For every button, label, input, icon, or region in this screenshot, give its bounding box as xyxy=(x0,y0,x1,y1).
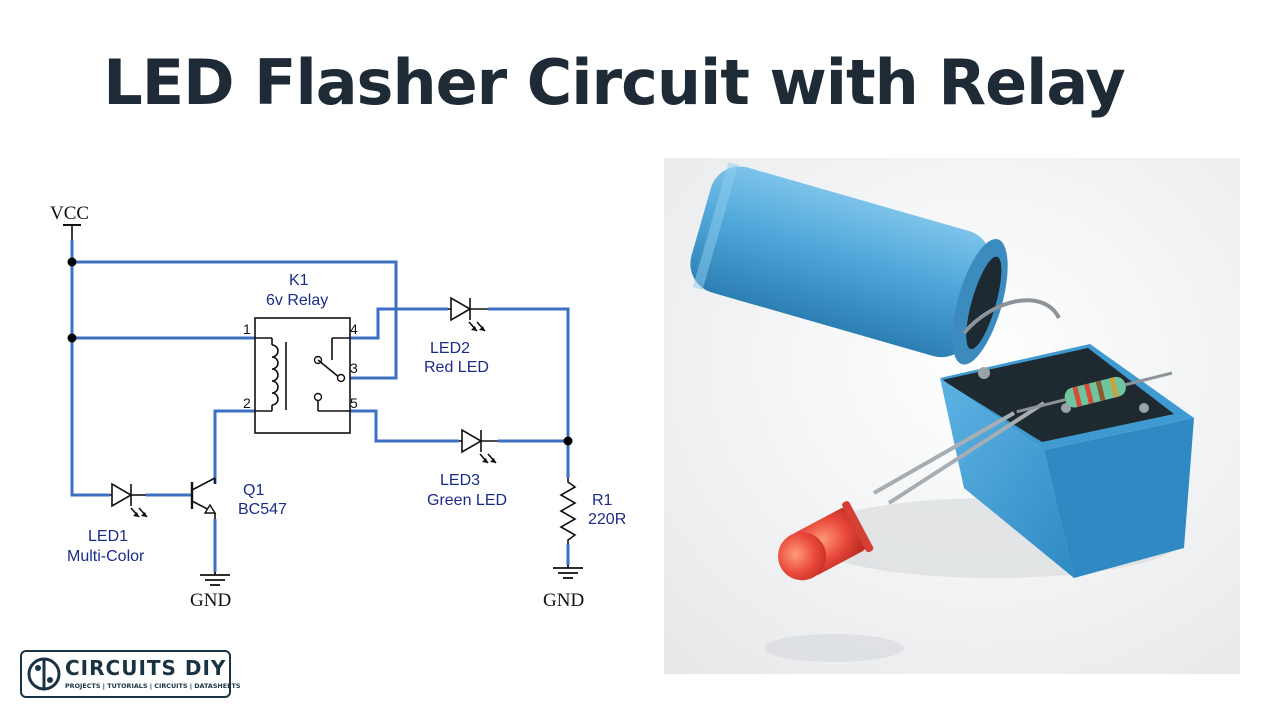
logo-name: CIRCUITS DIY xyxy=(65,656,227,680)
relay-pin-label: 1 xyxy=(243,321,251,337)
relay-pin-label: 3 xyxy=(350,360,358,376)
led-lead xyxy=(887,401,1046,505)
q1-ref-label: Q1 xyxy=(243,482,264,499)
led1-value-label: Multi-Color xyxy=(67,548,145,565)
wires xyxy=(70,240,570,572)
led1-symbol xyxy=(110,482,148,518)
circuit-photo xyxy=(664,158,1240,674)
led3-value-label: Green LED xyxy=(427,492,507,509)
relay-body xyxy=(940,344,1194,578)
resistor-component xyxy=(1016,371,1173,414)
relay-value-label: 6v Relay xyxy=(266,292,328,309)
logo-tagline: PROJECTS | TUTORIALS | CIRCUITS | DATASH… xyxy=(65,682,241,690)
r1-resistor-symbol xyxy=(559,478,577,544)
led3-symbol xyxy=(459,428,498,464)
page-title: LED Flasher Circuit with Relay xyxy=(103,46,1126,119)
relay-k1: 1 2 4 3 5 xyxy=(243,317,358,434)
relay-ref-label: K1 xyxy=(289,272,309,289)
gnd-label: GND xyxy=(190,590,231,611)
junction-dot xyxy=(67,333,77,343)
led3-ref-label: LED3 xyxy=(440,472,480,489)
circuit-schematic: VCC 1 2 4 3 5 xyxy=(50,203,626,611)
r1-ref-label: R1 xyxy=(592,492,613,509)
vcc-label: VCC xyxy=(50,203,89,224)
relay-pin-label: 2 xyxy=(243,395,251,411)
ground-symbol xyxy=(553,565,583,579)
led-lead xyxy=(873,411,1015,495)
ground-symbol xyxy=(200,572,230,586)
led1-ref-label: LED1 xyxy=(88,528,128,545)
red-led-component xyxy=(778,501,874,581)
r1-value-label: 220R xyxy=(588,511,626,528)
circuits-diy-logo: CIRCUITS DIY PROJECTS | TUTORIALS | CIRC… xyxy=(20,650,240,698)
q1-transistor-symbol xyxy=(190,477,217,519)
led2-value-label: Red LED xyxy=(424,359,489,376)
capacitor-lead xyxy=(962,298,1061,335)
relay-pin-label: 5 xyxy=(350,395,358,411)
photo-shadow xyxy=(764,634,904,662)
led2-ref-label: LED2 xyxy=(430,340,470,357)
junction-dot xyxy=(67,257,77,267)
led2-symbol xyxy=(448,296,488,332)
logo-mark-icon xyxy=(27,657,61,691)
gnd-label: GND xyxy=(543,590,584,611)
junction-dot xyxy=(563,436,573,446)
q1-value-label: BC547 xyxy=(238,501,287,518)
relay-pin-label: 4 xyxy=(350,321,358,337)
